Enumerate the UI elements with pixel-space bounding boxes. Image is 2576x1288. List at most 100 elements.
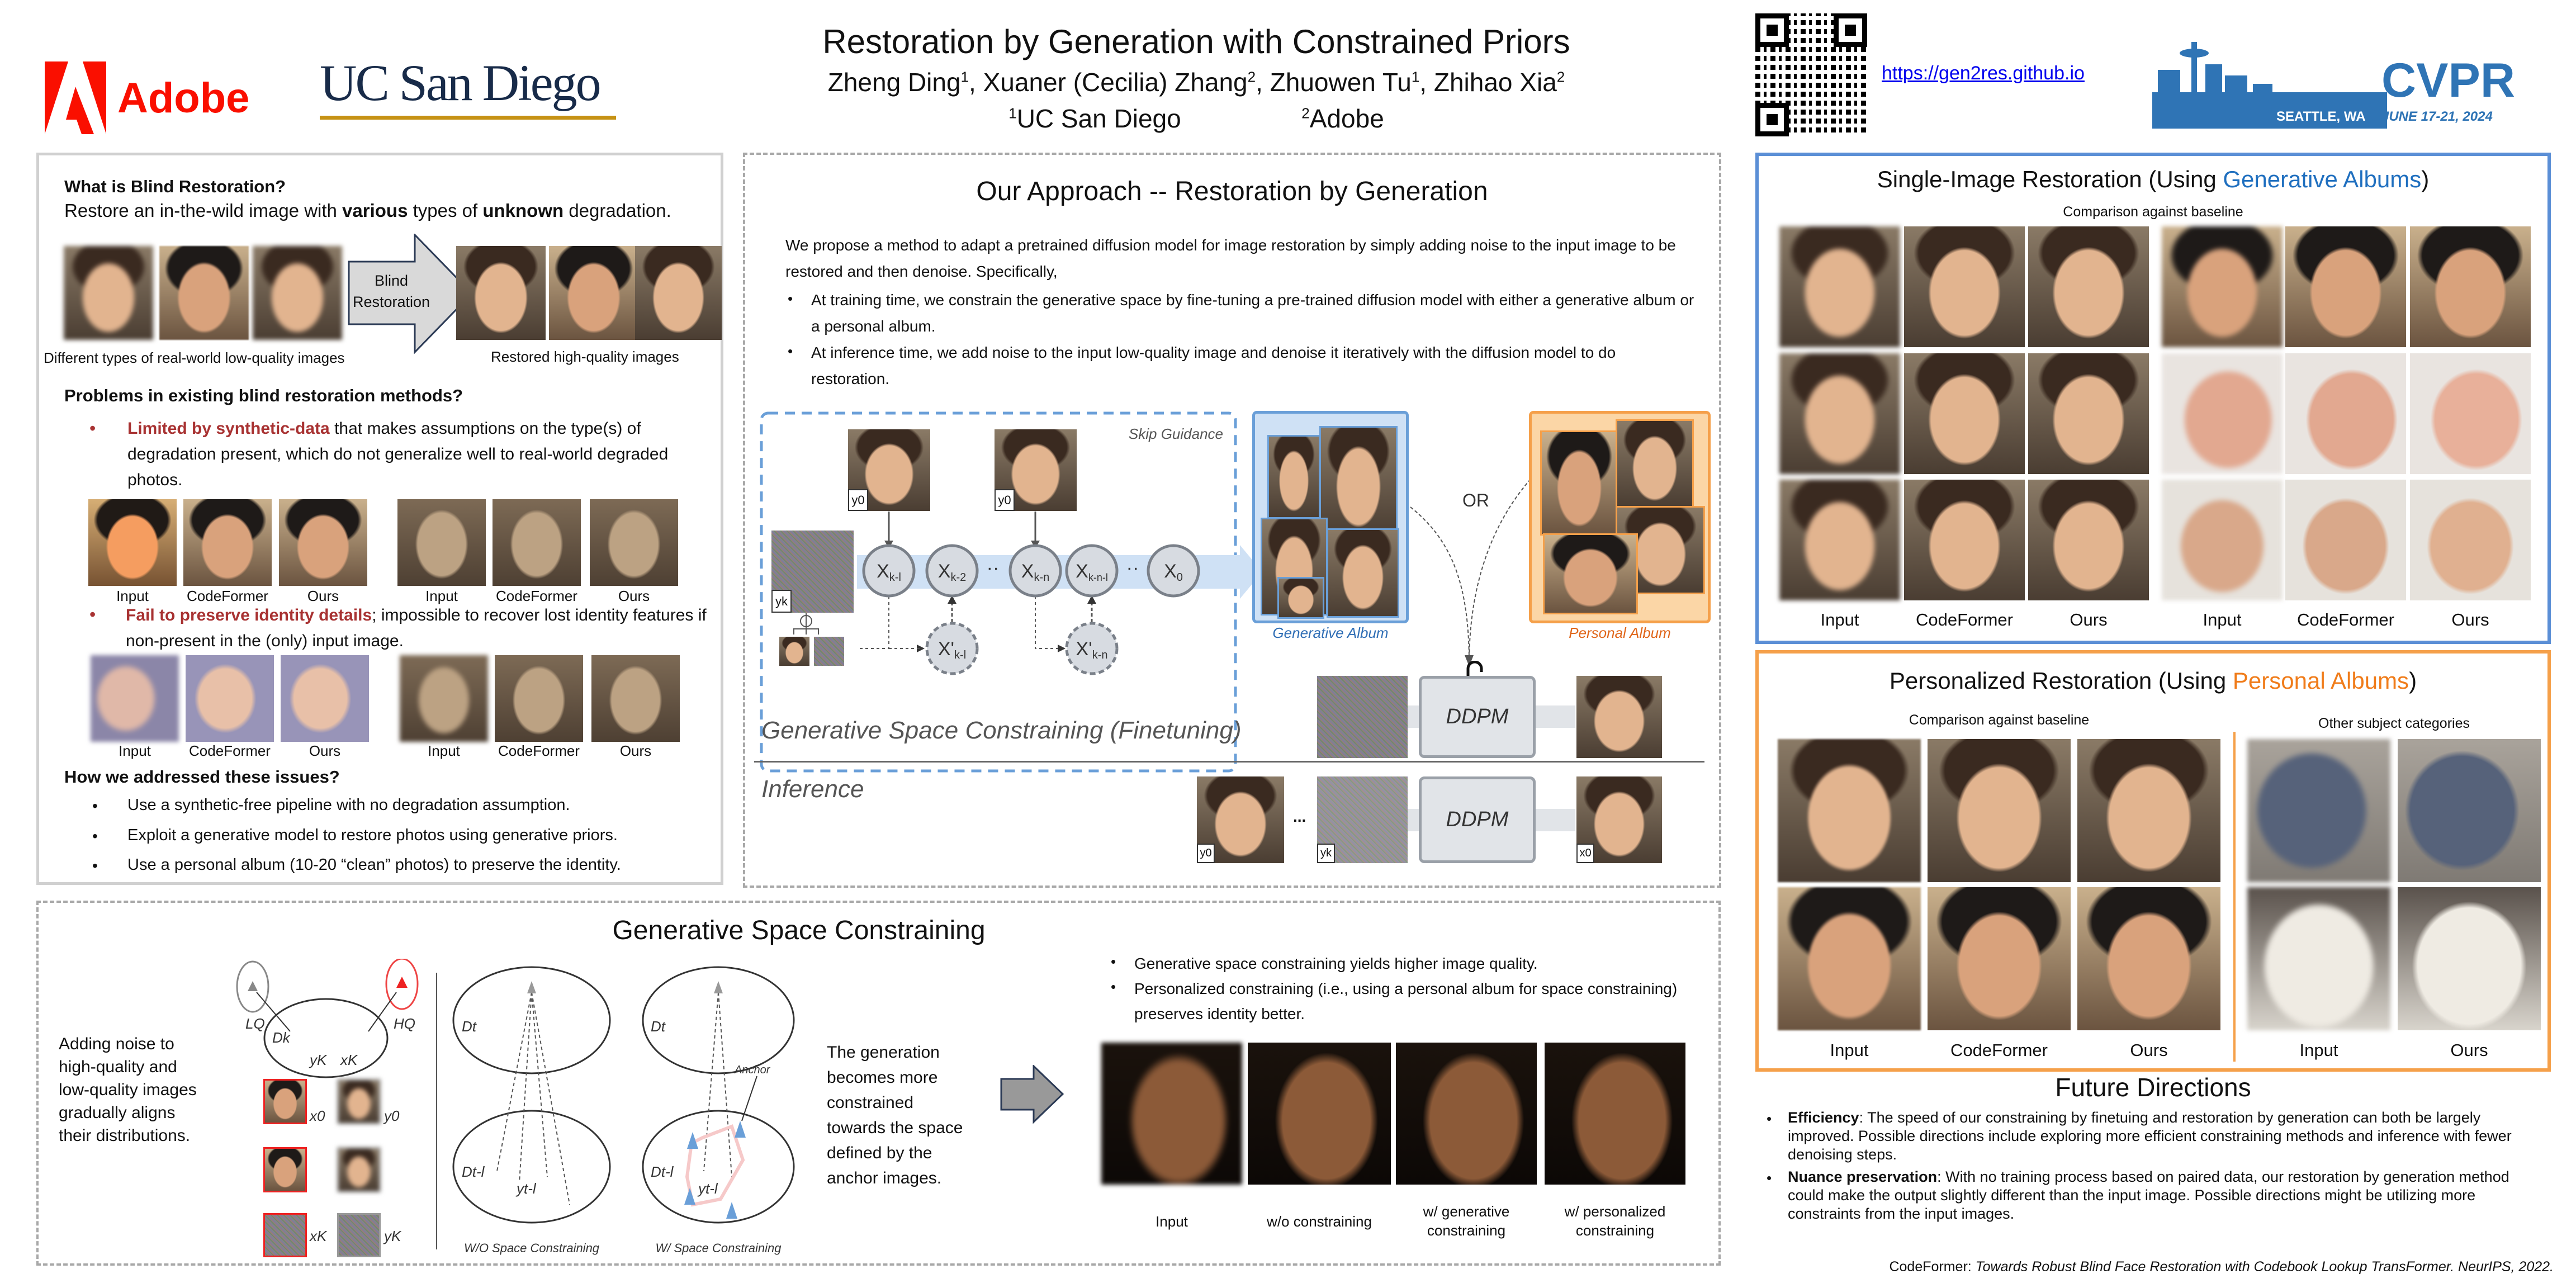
affil-number: 1 xyxy=(1008,105,1017,122)
single-image-title: Single-Image Restoration (Using Generati… xyxy=(1759,166,2547,193)
codeformer-image xyxy=(1928,739,2071,882)
ellipsis: ·· xyxy=(987,557,1000,579)
personalized-subtitle-left: Comparison against baseline xyxy=(1909,712,2090,728)
constraining-bullet: Personalized constraining (i.e., using a… xyxy=(1134,980,1678,1022)
compare-codeformer-image xyxy=(186,655,274,742)
skip-node-label: X'k-l xyxy=(938,638,966,661)
title-text: ) xyxy=(2409,667,2417,694)
input-image xyxy=(1778,887,1921,1030)
node-label: Xk-n-l xyxy=(1076,561,1108,583)
skip-guidance-graphic: Xk-l Xk-2 Xk-n Xk-n-l X0 X'k-l X'k-n ·· … xyxy=(760,411,1262,773)
noise-input-image xyxy=(1317,676,1408,758)
solution-item: Use a personal album (10-20 “clean” phot… xyxy=(127,856,621,874)
compare-ours-image xyxy=(591,655,680,742)
approach-panel: Our Approach -- Restoration by Generatio… xyxy=(743,153,1721,888)
blind-restoration-definition: Restore an in-the-wild image with variou… xyxy=(64,200,671,221)
approach-bullet-inference: At inference time, we add noise to the i… xyxy=(811,344,1616,387)
ellipsis: ·· xyxy=(1126,557,1139,579)
compare-codeformer-image xyxy=(493,499,581,586)
author-name: Zhihao Xia xyxy=(1433,68,1557,97)
node-label: Xk-n xyxy=(1021,561,1049,584)
bullet: • xyxy=(92,857,98,874)
single-image-panel: Single-Image Restoration (Using Generati… xyxy=(1755,153,2551,644)
finetuning-label: Generative Space Constraining (Finetunin… xyxy=(761,717,1242,744)
label-input: Input xyxy=(116,588,149,604)
y0-label: y0 xyxy=(995,489,1015,511)
lq-caption: Different types of real-world low-qualit… xyxy=(44,349,345,366)
dk-label: Dk xyxy=(272,1029,291,1046)
yt-1-label: yt-l xyxy=(515,1180,537,1197)
problem-highlight: Fail to preserve identity details xyxy=(126,606,372,624)
author-name: Xuaner (Cecilia) Zhang xyxy=(983,68,1248,97)
node-label: Xk-2 xyxy=(938,561,966,584)
title-text: Personalized Restoration (Using xyxy=(1889,667,2233,694)
label-codeformer: CodeFormer xyxy=(1916,610,2013,629)
generative-album-label: Generative Album xyxy=(1272,624,1389,641)
lq-sequence-image xyxy=(337,1147,381,1192)
approach-intro: We propose a method to adapt a pretraine… xyxy=(785,236,1676,280)
input-image xyxy=(1778,739,1921,882)
problem-text: that makes assumptions on the type(s) of… xyxy=(127,419,669,489)
qr-code[interactable] xyxy=(1755,13,1867,136)
ddpm-block: DDPM xyxy=(1419,776,1536,863)
xk-label: xK xyxy=(309,1228,328,1244)
author-affil: 2 xyxy=(1247,68,1256,86)
hq-caption: Restored high-quality images xyxy=(491,348,679,365)
label-ours: Ours xyxy=(307,588,339,604)
result-wo-constraining-image xyxy=(1248,1043,1391,1185)
bullet: • xyxy=(89,604,96,624)
result-personalized-image xyxy=(1545,1043,1685,1185)
album-photo xyxy=(1540,430,1618,536)
bullet: • xyxy=(1111,978,1116,995)
future-item-heading: Nuance preservation xyxy=(1788,1168,1938,1185)
constraining-diagram: LQ HQ Dk yK xK Dt Dt-l yt-l Dt Dt-l yt-l… xyxy=(236,959,795,1255)
blind-restoration-heading: What is Blind Restoration? xyxy=(64,177,286,196)
result-generative-image xyxy=(1396,1043,1537,1185)
future-item-text: : The speed of our constraining by finet… xyxy=(1788,1109,2512,1163)
author-affil: 1 xyxy=(960,68,969,86)
qr-finder xyxy=(1755,103,1789,136)
anchor-label: Anchor xyxy=(734,1064,771,1076)
inference-noisy-image xyxy=(1317,776,1408,863)
caption-input: Input xyxy=(1156,1213,1188,1230)
codeformer-image xyxy=(1904,480,2025,600)
project-link[interactable]: https://gen2res.github.io xyxy=(1882,63,2085,84)
solution-item: Use a synthetic-free pipeline with no de… xyxy=(127,796,570,814)
constraining-explanation: The generation becomes more constrained … xyxy=(827,1043,963,1187)
result-arrow-icon xyxy=(1000,1065,1064,1124)
yk-label: yk xyxy=(1317,844,1335,863)
authors: Zheng Ding1, Xuaner (Cecilia) Zhang2, Zh… xyxy=(827,68,1565,97)
problem-synthetic-data: Limited by synthetic-data that makes ass… xyxy=(127,416,703,493)
skip-guidance-label: Skip Guidance xyxy=(1129,425,1223,442)
input-image xyxy=(2162,480,2283,600)
compare-input-image xyxy=(91,655,179,742)
author-affil: 2 xyxy=(1556,68,1565,86)
cvpr-location: SEATTLE, WA xyxy=(2276,109,2366,124)
label-input: Input xyxy=(1820,610,1859,629)
codeformer-image xyxy=(2285,353,2406,474)
yk-label: yK xyxy=(309,1052,328,1068)
noise-alignment-text: Adding noise to high-quality and low-qua… xyxy=(59,1035,197,1145)
constraining-title: Generative Space Constraining xyxy=(612,916,986,945)
ours-image xyxy=(2028,480,2149,600)
result-input-image xyxy=(1101,1043,1242,1185)
ucsd-underline xyxy=(320,116,616,120)
label-ours: Ours xyxy=(2450,1040,2488,1060)
label-input: Input xyxy=(428,742,460,759)
cvpr-dates: JUNE 17-21, 2024 xyxy=(2381,109,2493,124)
ours-image xyxy=(2410,480,2531,600)
intro-panel: What is Blind Restoration? Restore an in… xyxy=(36,153,723,885)
y0-label: y0 xyxy=(1197,844,1215,863)
label-codeformer: CodeFormer xyxy=(1950,1040,2048,1060)
text: types of xyxy=(408,200,483,221)
title-text: ) xyxy=(2421,166,2430,192)
node-label: Xk-l xyxy=(877,561,901,584)
dt-label: Dt xyxy=(651,1018,666,1035)
affil-number: 2 xyxy=(1301,105,1310,122)
yt-1-label: yt-l xyxy=(697,1180,718,1197)
compare-codeformer-image xyxy=(183,499,272,586)
solutions-heading: How we addressed these issues? xyxy=(64,767,340,787)
problem-identity: Fail to preserve identity details; impos… xyxy=(126,603,707,654)
compare-ours-image xyxy=(279,499,367,586)
label-codeformer: CodeFormer xyxy=(2297,610,2394,629)
